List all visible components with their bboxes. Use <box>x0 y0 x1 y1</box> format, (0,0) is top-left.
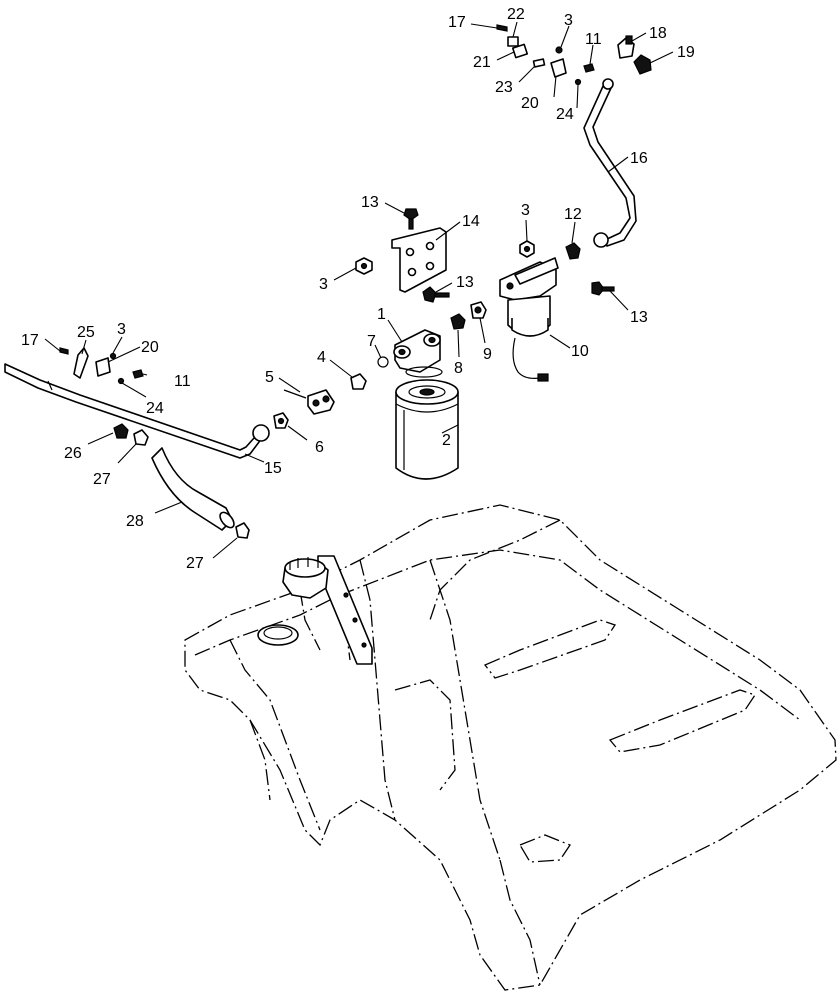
filter-head <box>393 329 443 378</box>
callout-9: 9 <box>483 346 492 363</box>
fitting-9 <box>470 301 487 319</box>
callout-7: 7 <box>367 333 376 350</box>
callout-17: 17 <box>21 332 39 349</box>
left-hardware-group <box>59 347 144 385</box>
callout-14: 14 <box>462 213 480 230</box>
clamp-27-upper <box>133 429 149 446</box>
callout-12: 12 <box>564 206 582 223</box>
callout-1: 1 <box>377 306 386 323</box>
nut-3-center <box>519 240 535 258</box>
callout-6: 6 <box>315 439 324 456</box>
fitting-4 <box>350 373 367 390</box>
callout-10: 10 <box>571 343 589 360</box>
callout-24: 24 <box>146 400 164 417</box>
callout-27: 27 <box>186 555 204 572</box>
callout-18: 18 <box>649 25 667 42</box>
callout-3: 3 <box>521 202 530 219</box>
callout-labels: 17 22 3 11 18 21 19 23 20 24 16 13 14 3 … <box>21 6 695 572</box>
callout-4: 4 <box>317 349 326 366</box>
callout-13: 13 <box>361 194 379 211</box>
callout-17: 17 <box>448 14 466 31</box>
mounting-bracket <box>391 227 447 293</box>
callout-13: 13 <box>630 309 648 326</box>
o-ring <box>377 356 389 368</box>
callout-26: 26 <box>64 445 82 462</box>
callout-13: 13 <box>456 274 474 291</box>
fuel-tank <box>184 504 837 991</box>
fuel-line-16 <box>583 78 637 248</box>
callout-28: 28 <box>126 513 144 530</box>
shutoff-valve <box>283 389 335 415</box>
callout-11: 11 <box>174 373 191 390</box>
fitting-12 <box>565 242 581 260</box>
callout-25: 25 <box>77 324 95 341</box>
water-separator <box>499 257 559 382</box>
clamp-27-lower <box>235 522 250 539</box>
callout-20: 20 <box>521 95 539 112</box>
top-hardware-group <box>496 24 595 86</box>
callout-21: 21 <box>473 54 491 71</box>
bolt-13-top <box>403 208 419 230</box>
fitting-18 <box>617 35 635 59</box>
hose-28 <box>151 447 235 531</box>
bolt-13-right <box>591 281 615 296</box>
fitting-6 <box>273 412 289 429</box>
callout-22: 22 <box>507 6 525 23</box>
leader-lines <box>44 21 674 559</box>
callout-19: 19 <box>677 44 695 61</box>
callout-24: 24 <box>556 106 574 123</box>
callout-3: 3 <box>319 276 328 293</box>
callout-15: 15 <box>264 460 282 477</box>
callout-20: 20 <box>141 339 159 356</box>
callout-8: 8 <box>454 360 463 377</box>
fitting-8 <box>450 313 466 330</box>
callout-27: 27 <box>93 471 111 488</box>
callout-2: 2 <box>442 432 451 449</box>
fuel-line-15 <box>4 363 270 459</box>
cap-19 <box>633 54 652 75</box>
callout-3: 3 <box>564 12 573 29</box>
fuel-filler-cap <box>257 557 329 646</box>
bolt-13-mid <box>422 286 450 303</box>
callout-5: 5 <box>265 369 274 386</box>
callout-23: 23 <box>495 79 513 96</box>
nut-3-left <box>355 257 373 275</box>
nut-26 <box>113 423 129 439</box>
callout-11: 11 <box>585 31 602 48</box>
callout-16: 16 <box>630 150 648 167</box>
callout-3: 3 <box>117 321 126 338</box>
fuel-filter-element <box>395 379 459 480</box>
